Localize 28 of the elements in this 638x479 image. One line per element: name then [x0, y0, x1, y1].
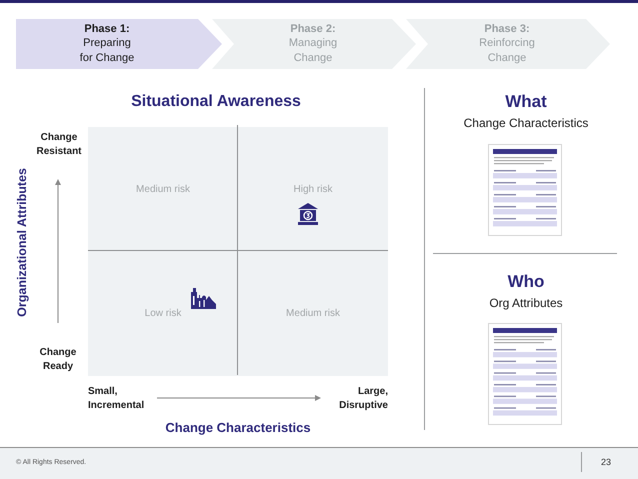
step-label: Reinforcing Change [478, 36, 536, 66]
risk-level: Medium risk [286, 308, 340, 319]
risk-level: High risk [294, 184, 332, 194]
risk-level: Low risk [144, 308, 182, 319]
step-title: Phase 3: [484, 22, 530, 36]
section-heading: What [505, 92, 547, 112]
section-subheading: Org Attributes [489, 296, 563, 311]
axis-end-label: Change Resistant [36, 131, 82, 159]
chevron-step [212, 19, 416, 69]
axis-end-label: Change Ready [40, 346, 76, 374]
risk-level: Medium risk [136, 184, 190, 194]
step-title: Phase 2: [290, 22, 336, 36]
axis-end-label: Small, Incremental [88, 385, 144, 413]
page-number: 23 [601, 457, 611, 468]
matrix-quadrant [88, 251, 238, 376]
chevron-step [16, 19, 222, 69]
matrix-quadrant [238, 251, 388, 376]
axis-title: Change Characteristics [165, 420, 311, 436]
axis-end-label: Large, Disruptive [339, 385, 388, 413]
section-title: Situational Awareness [131, 92, 301, 112]
matrix-quadrant [88, 127, 238, 251]
step-label: Preparing for Change [78, 36, 136, 66]
section-heading: Who [508, 272, 544, 292]
step-label: Managing Change [288, 36, 338, 66]
matrix-quadrant [238, 127, 388, 251]
axis-title: Organizational Attributes [14, 168, 30, 317]
step-title: Phase 1: [84, 22, 130, 36]
section-subheading: Change Characteristics [464, 116, 588, 131]
